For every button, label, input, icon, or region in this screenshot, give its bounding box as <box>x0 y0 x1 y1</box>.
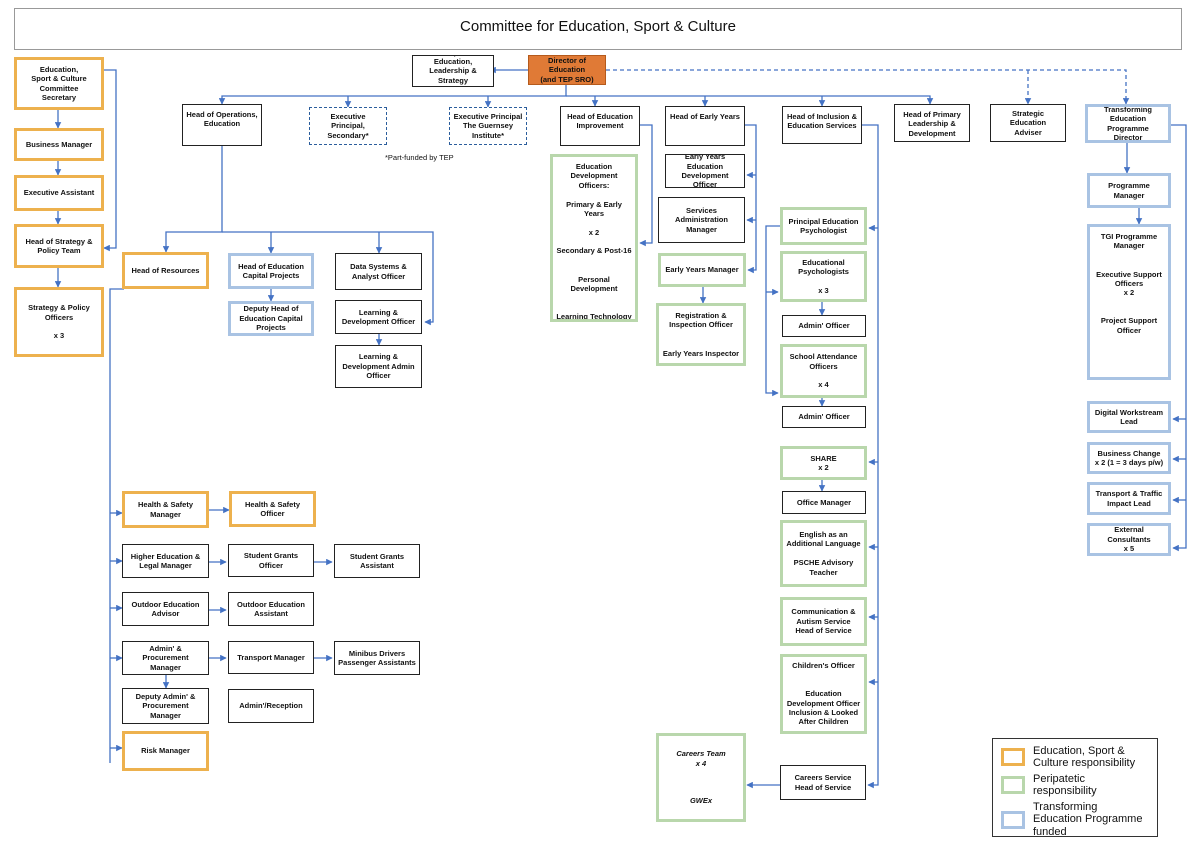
outdoor-advisor-box: Outdoor Education Advisor <box>122 592 209 626</box>
exec-principal-gi-box: Executive Principal The Guernsey Institu… <box>449 107 527 145</box>
legend-item-tep: Transforming Education Programme funded <box>1001 801 1149 838</box>
digital-lead-box: Digital Workstream Lead <box>1087 401 1171 433</box>
office-manager-box: Office Manager <box>782 491 866 514</box>
strategic-adviser-box: Strategic Education Adviser <box>990 104 1066 142</box>
data-systems-box: Data Systems & Analyst Officer <box>335 253 422 290</box>
ey-edo-box: Early Years Education Development Office… <box>665 154 745 188</box>
admin-officer-1-box: Admin' Officer <box>782 315 866 337</box>
admin-procurement-box: Admin' & Procurement Manager <box>122 641 209 675</box>
legend-item-peripatetic: Peripatetic responsibility <box>1001 773 1149 797</box>
external-consultants-box: External Consultants x 5 <box>1087 523 1171 556</box>
attendance-officers-box: School Attendance Officers x 4 <box>780 344 867 398</box>
deputy-admin-box: Deputy Admin' & Procurement Manager <box>122 688 209 724</box>
legend-swatch-orange <box>1001 748 1025 767</box>
admin-reception-box: Admin'/Reception <box>228 689 314 723</box>
head-improvement-box: Head of Education Improvement <box>560 106 640 146</box>
registration-box: Registration & Inspection Officer Early … <box>656 303 746 366</box>
ed-psychologists-box: Educational Psychologists x 3 <box>780 251 867 302</box>
legend-item-esc: Education, Sport & Culture responsibilit… <box>1001 745 1149 769</box>
legend: Education, Sport & Culture responsibilit… <box>992 738 1158 838</box>
legend-swatch-green <box>1001 776 1025 795</box>
services-admin-box: Services Administration Manager <box>658 197 745 243</box>
group-exec-officer-box: Group for Education, Leadership & Strate… <box>412 55 494 87</box>
head-operations-box: Head of Operations, Education <box>182 104 262 146</box>
risk-manager-box: Risk Manager <box>122 731 209 771</box>
careers-service-box: Careers Service Head of Service <box>780 765 866 800</box>
head-resources-box: Head of Resources <box>122 252 209 289</box>
tep-director-box: Transforming Education Programme Directo… <box>1085 104 1171 143</box>
transport-manager-box: Transport Manager <box>228 641 314 674</box>
learning-dev-admin-box: Learning & Development Admin Officer <box>335 345 422 388</box>
business-manager-box: Business Manager <box>14 128 104 161</box>
business-change-box: Business Change x 2 (1 = 3 days p/w) <box>1087 442 1171 474</box>
strategy-officers-box: Strategy & Policy Officers x 3 <box>14 287 104 357</box>
head-strategy-box: Head of Strategy & Policy Team <box>14 224 104 268</box>
deputy-capital-projects-box: Deputy Head of Education Capital Project… <box>228 301 314 336</box>
chart-title: Committee for Education, Sport & Culture <box>14 8 1182 50</box>
head-primary-box: Head of Primary Leadership & Development <box>894 104 970 142</box>
tgi-manager-box: TGI Programme Manager Executive Support … <box>1087 224 1171 380</box>
admin-officer-2-box: Admin' Officer <box>782 406 866 428</box>
minibus-drivers-box: Minibus Drivers Passenger Assistants <box>334 641 420 675</box>
executive-assistant-box: Executive Assistant <box>14 175 104 211</box>
student-grants-assistant-box: Student Grants Assistant <box>334 544 420 578</box>
committee-secretary-box: Education, Sport & Culture Committee Sec… <box>14 57 104 110</box>
exec-principal-secondary-box: Executive Principal, Secondary* <box>309 107 387 145</box>
programme-manager-box: Programme Manager <box>1087 173 1171 208</box>
principal-psych-box: Principal Education Psychologist <box>780 207 867 245</box>
health-safety-manager-box: Health & Safety Manager <box>122 491 209 528</box>
careers-team-box: Careers Team x 4 GWEx <box>656 733 746 822</box>
edo-group-box: Education Development Officers: Primary … <box>550 154 638 322</box>
eal-box: English as an Additional Language PSCHE … <box>780 520 867 587</box>
ey-manager-box: Early Years Manager <box>658 253 746 287</box>
health-safety-officer-box: Health & Safety Officer <box>229 491 316 527</box>
director-box: Director of Education (and TEP SRO) <box>528 55 606 85</box>
head-inclusion-box: Head of Inclusion & Education Services <box>782 106 862 144</box>
learning-dev-officer-box: Learning & Development Officer <box>335 300 422 334</box>
legend-swatch-blue <box>1001 810 1025 829</box>
higher-education-box: Higher Education & Legal Manager <box>122 544 209 578</box>
transport-lead-box: Transport & Traffic Impact Lead <box>1087 482 1171 515</box>
student-grants-officer-box: Student Grants Officer <box>228 544 314 577</box>
part-funded-note: *Part-funded by TEP <box>385 153 454 162</box>
share-box: SHARE x 2 <box>780 446 867 480</box>
outdoor-assistant-box: Outdoor Education Assistant <box>228 592 314 626</box>
head-early-years-box: Head of Early Years <box>665 106 745 146</box>
head-capital-projects-box: Head of Education Capital Projects <box>228 253 314 289</box>
childrens-officer-box: Children's Officer Education Development… <box>780 654 867 734</box>
autism-service-box: Communication & Autism Service Head of S… <box>780 597 867 646</box>
